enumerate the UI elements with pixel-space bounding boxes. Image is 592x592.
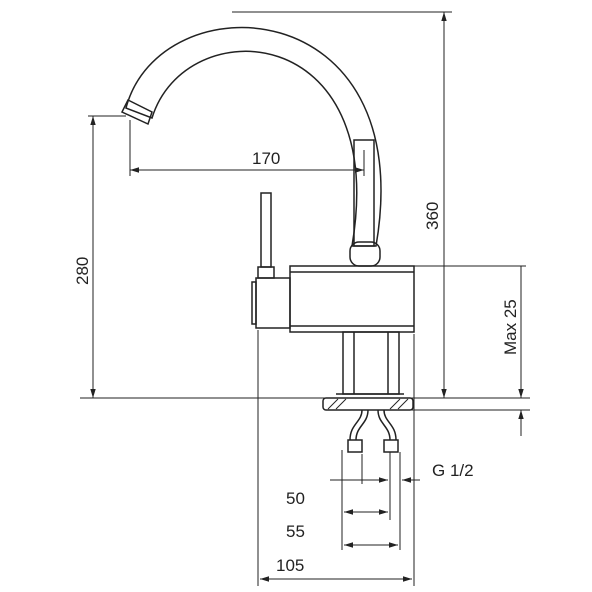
label-170: 170 — [252, 149, 280, 168]
spout-tip — [120, 98, 153, 126]
hose-left — [355, 409, 369, 441]
label-50: 50 — [286, 489, 305, 508]
dimension-lines — [90, 12, 524, 582]
extension-lines — [80, 11, 530, 586]
lever-handle — [260, 192, 272, 268]
base-column — [342, 331, 400, 395]
plate-hatch — [327, 398, 409, 410]
spout-gooseneck — [125, 26, 382, 247]
lever-block — [255, 277, 291, 329]
spout-tube — [353, 139, 375, 247]
fitting-right — [383, 439, 399, 453]
label-360: 360 — [423, 202, 442, 230]
label-55: 55 — [286, 522, 305, 541]
faucet-outline — [120, 26, 415, 453]
fitting-left — [347, 439, 363, 453]
label-105: 105 — [276, 556, 304, 575]
label-280: 280 — [73, 257, 92, 285]
faucet-body — [289, 265, 415, 333]
label-max-25: Max 25 — [501, 299, 520, 355]
hose-right — [377, 409, 391, 441]
label-g-1-2: G 1/2 — [432, 461, 474, 480]
